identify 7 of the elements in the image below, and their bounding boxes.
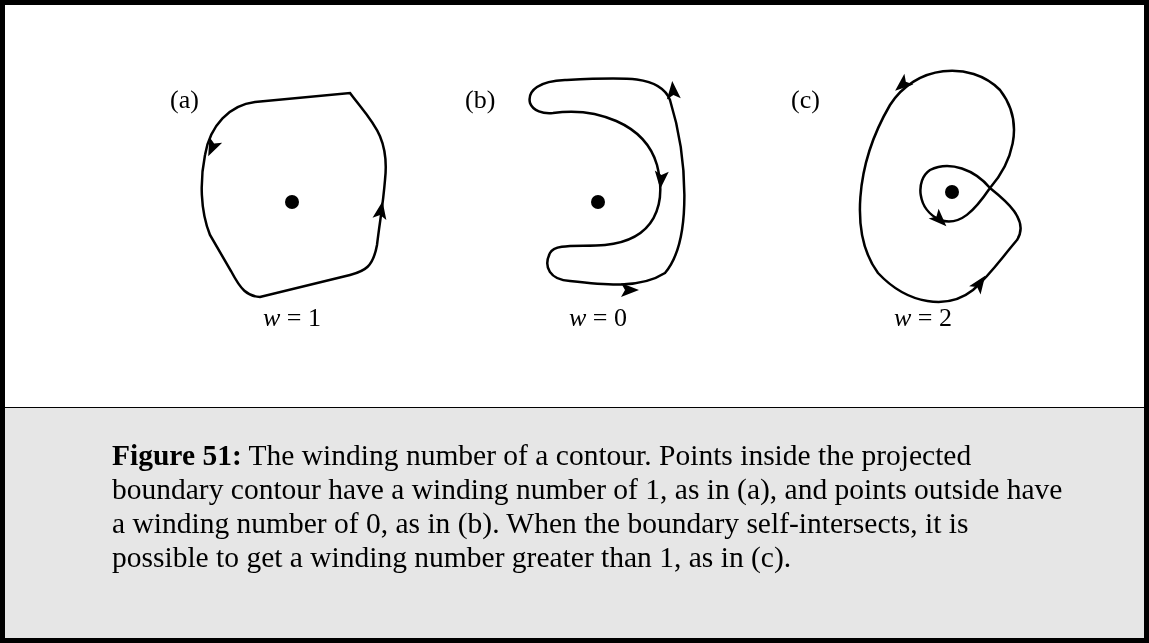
panel-label: (a) <box>170 85 199 115</box>
winding-number-label: w = 1 <box>263 303 321 333</box>
winding-number-label: w = 0 <box>569 303 627 333</box>
panel-label: (b) <box>465 85 496 115</box>
winding-number-label: w = 2 <box>894 303 952 333</box>
figure-caption: Figure 51: The winding number of a contour. Points inside the projected boundary contour have a winding number of 1, as in (a), and points outside have a winding number of 0, as in (b). When the boundary self-intersects, it is possible to get a winding number greater than 1, as in (c). <box>112 438 1064 574</box>
panel-label: (c) <box>791 85 820 115</box>
